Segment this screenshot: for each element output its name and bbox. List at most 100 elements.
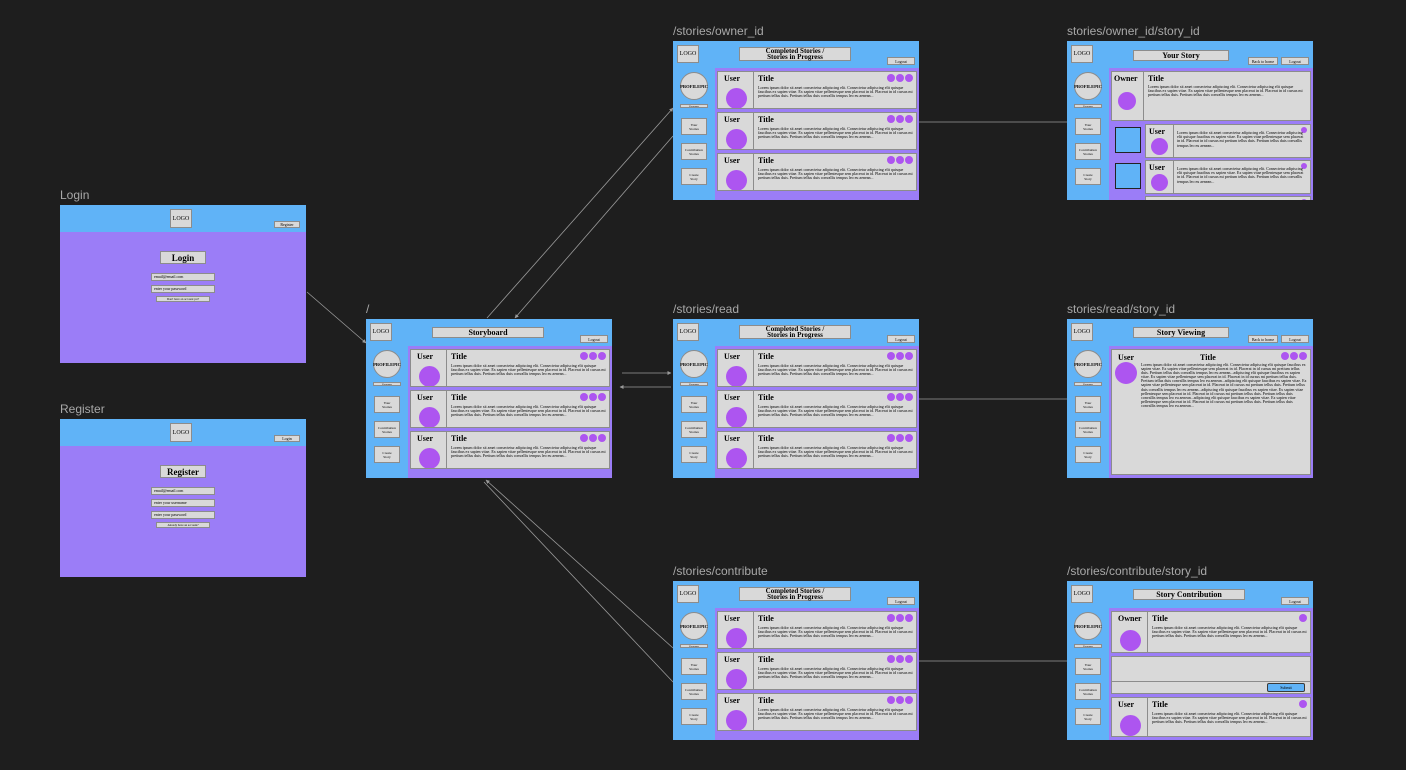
password-input[interactable]: enter your password [151,511,215,519]
action-dot-icon[interactable] [905,434,913,442]
action-dot-icon[interactable] [598,352,606,360]
action-dot-icon[interactable] [580,434,588,442]
action-dot-icon[interactable] [905,393,913,401]
logout-button[interactable]: Logout [887,597,915,605]
action-dot-icon[interactable] [896,393,904,401]
action-dot-icon[interactable] [896,156,904,164]
action-dot-icon[interactable] [598,393,606,401]
email-input[interactable]: email@email.com [151,273,215,281]
action-dot-icon[interactable] [887,434,895,442]
action-dot-icon[interactable] [896,434,904,442]
action-dot-icon[interactable] [905,614,913,622]
action-dot-icon[interactable] [1301,199,1307,200]
password-input[interactable]: enter your password [151,285,215,293]
action-dot-icon[interactable] [887,655,895,663]
action-dot-icon[interactable] [896,74,904,82]
submit-button[interactable]: Submit [1267,683,1305,692]
action-dot-icon[interactable] [1299,700,1307,708]
back-home-button[interactable]: Back to home [1248,57,1278,65]
action-dot-icon[interactable] [905,352,913,360]
action-dot-icon[interactable] [905,156,913,164]
action-dot-icon[interactable] [1281,352,1289,360]
action-dot-icon[interactable] [905,655,913,663]
username-input[interactable]: enter your username [151,499,215,507]
back-home-button[interactable]: Back to home [1248,335,1278,343]
action-dot-icon[interactable] [896,115,904,123]
header-nav-button[interactable]: Login [274,435,300,442]
register-footnote-link[interactable]: Already have an account? [156,522,210,528]
action-dot-icon[interactable] [1290,352,1298,360]
login-footnote-link[interactable]: Don't have an account yet? [156,296,210,302]
header-nav-button[interactable]: Register [274,221,300,228]
action-dot-icon[interactable] [887,74,895,82]
action-dot-icon[interactable] [887,156,895,164]
action-dot-icon[interactable] [887,393,895,401]
action-dot-icon[interactable] [905,74,913,82]
action-dot-icon[interactable] [1299,352,1307,360]
action-dot-icon[interactable] [905,115,913,123]
logout-button[interactable]: Logout [1281,335,1309,343]
action-dot-icon[interactable] [896,696,904,704]
action-dot-icon[interactable] [589,434,597,442]
action-dot-icon[interactable] [598,434,606,442]
logout-button[interactable]: Logout [580,335,608,343]
logout-button[interactable]: Logout [1281,57,1309,65]
action-dot-icon[interactable] [887,115,895,123]
email-input[interactable]: email@email.com [151,487,215,495]
action-dot-icon[interactable] [1301,127,1307,133]
action-dot-icon[interactable] [905,696,913,704]
action-dot-icon[interactable] [896,655,904,663]
action-dot-icon[interactable] [887,696,895,704]
action-dot-icon[interactable] [887,352,895,360]
action-dot-icon[interactable] [580,393,588,401]
action-dot-icon[interactable] [580,352,588,360]
action-dot-icon[interactable] [896,352,904,360]
logout-button[interactable]: Logout [887,57,915,65]
logout-button[interactable]: Logout [1281,597,1309,605]
action-dot-icon[interactable] [589,393,597,401]
action-dot-icon[interactable] [1301,163,1307,169]
action-dot-icon[interactable] [896,614,904,622]
logout-button[interactable]: Logout [887,335,915,343]
action-dot-icon[interactable] [887,614,895,622]
action-dot-icon[interactable] [1299,614,1307,622]
